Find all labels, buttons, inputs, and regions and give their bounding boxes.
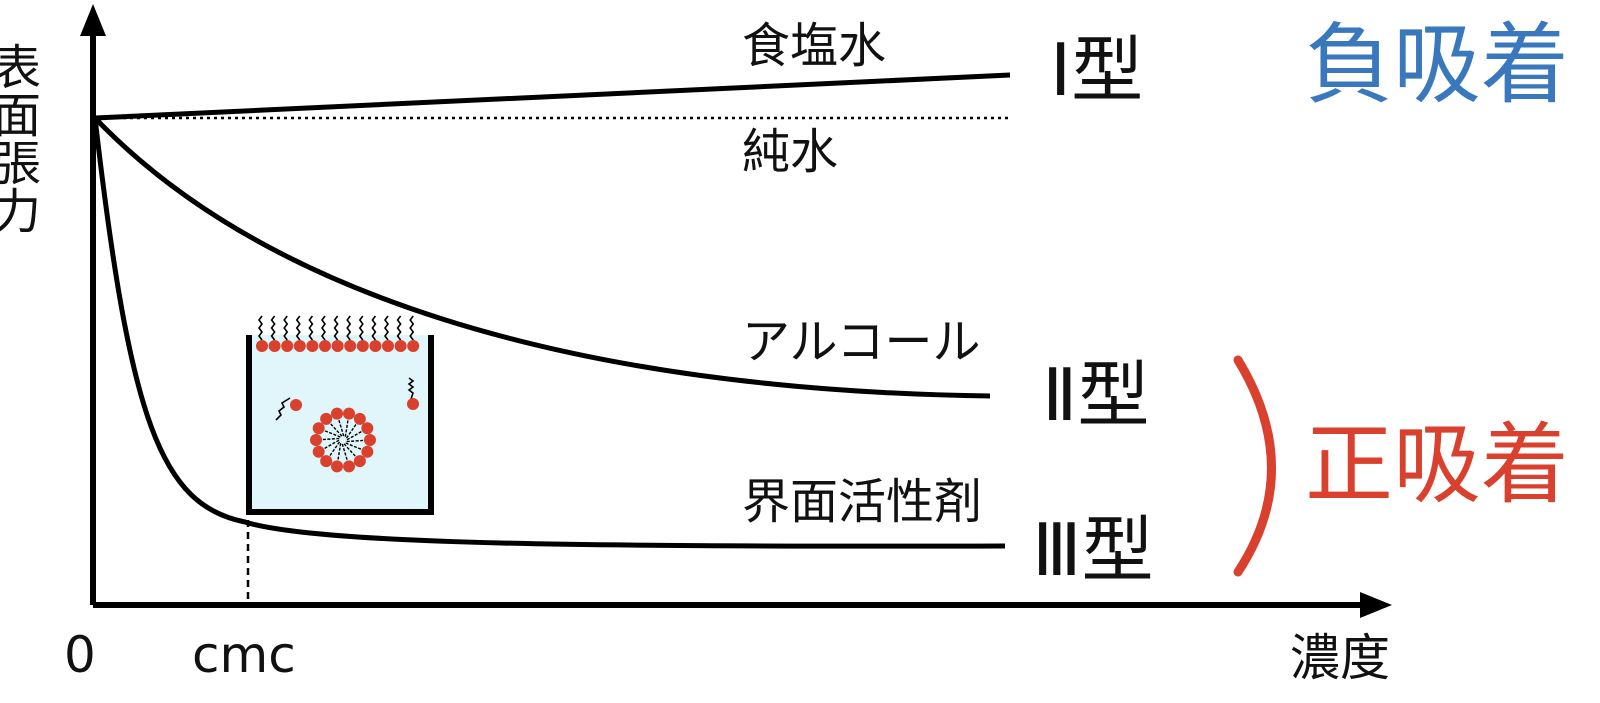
micelle [310, 407, 376, 473]
micelle-head [320, 455, 333, 468]
micelle-head [353, 412, 366, 425]
type-3-label: Ⅲ型 [1032, 508, 1154, 592]
surface-molecule-tail [358, 315, 364, 341]
axes [90, 28, 1370, 608]
surface-molecule-tail [283, 315, 289, 341]
micelle-head [320, 412, 333, 425]
surface-molecule-tail [346, 315, 352, 341]
surface-molecule-head [407, 340, 420, 352]
surface-molecule-tail [258, 315, 263, 341]
y-axis-arrow [80, 4, 106, 36]
micelle-head [343, 460, 356, 473]
micelle-head [330, 407, 343, 420]
surface-molecule-head [369, 340, 382, 352]
surface-molecule-tail [371, 315, 377, 341]
surface-molecule-heads [256, 340, 420, 352]
beaker-water [249, 335, 431, 512]
surfactant-label: 界面活性剤 [742, 474, 982, 530]
x-axis-arrow [1360, 592, 1392, 618]
alcohol-curve [93, 116, 991, 399]
micelle-head [361, 445, 374, 458]
micelle-head [353, 455, 366, 468]
surface-molecule-tail [384, 315, 389, 341]
surface-molecule-tails [258, 315, 415, 341]
surface-molecule-head [293, 340, 306, 352]
micelle-head [343, 407, 356, 420]
surface-molecule-head [331, 340, 344, 352]
pure-water-label: 純水 [742, 124, 838, 180]
type-1-label: Ⅰ型 [1050, 28, 1143, 112]
micelle-head [361, 422, 374, 435]
surface-molecule-head [382, 340, 394, 352]
surface-molecule-head [344, 340, 357, 352]
free-molecule-right [407, 377, 419, 410]
surface-molecule-head [256, 340, 268, 352]
surface-molecule-head [356, 340, 369, 352]
micelle-head [330, 460, 343, 473]
positive-adsorption-label: 正吸着 [1305, 413, 1569, 516]
salt-water-curve [94, 72, 1011, 121]
negative-adsorption-label: 負吸着 [1305, 13, 1569, 116]
micelle-head [364, 434, 376, 446]
x-tick-zero: 0 [64, 626, 96, 684]
micelle-head [312, 422, 325, 435]
alcohol-label: アルコール [742, 314, 981, 370]
surface-molecule-tail [396, 315, 402, 341]
surface-molecule-head [319, 340, 331, 352]
micelle-head [312, 445, 325, 458]
beaker-illustration [246, 315, 434, 515]
type-2-label: Ⅱ型 [1042, 353, 1149, 437]
surface-molecule-tail [409, 315, 415, 341]
surface-molecule-tail [295, 315, 301, 341]
surface-molecule-head [268, 340, 281, 352]
surface-molecule-head [306, 340, 319, 352]
x-axis-label: 濃度 [1290, 629, 1390, 687]
x-tick-cmc: cmc [192, 626, 296, 684]
surface-molecule-head [281, 340, 294, 352]
surface-molecule-tail [321, 315, 326, 341]
salt-water-label: 食塩水 [742, 18, 886, 74]
surface-molecule-tail [270, 315, 276, 341]
free-molecule-left [275, 397, 302, 421]
beaker-walls [246, 335, 434, 515]
positive-bracket [1233, 355, 1276, 577]
surface-molecule-head [394, 340, 407, 352]
y-axis-label: 表面張力 [0, 42, 40, 234]
surfactant-curve [92, 117, 1006, 549]
surface-molecule-tail [308, 315, 314, 341]
surface-molecule-tail [333, 315, 339, 341]
micelle-head [310, 434, 322, 446]
curves [92, 72, 1012, 549]
